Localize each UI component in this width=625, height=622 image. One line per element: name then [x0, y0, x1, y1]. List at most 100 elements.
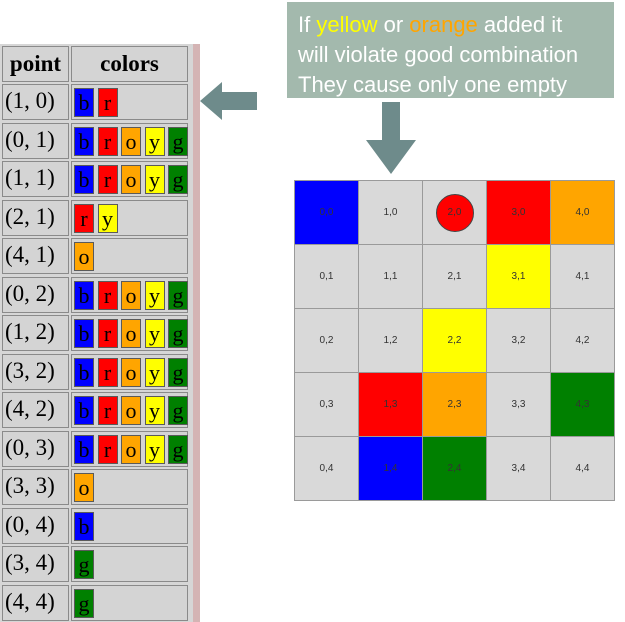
- color-swatch-b: b: [74, 165, 94, 194]
- color-swatch-r: r: [74, 203, 94, 233]
- point-cell: (3, 4): [2, 546, 69, 582]
- color-swatch-y: y: [144, 280, 165, 310]
- color-swatch-g: g: [168, 357, 188, 387]
- color-swatch-r: r: [97, 280, 118, 310]
- color-swatch-b: b: [74, 88, 94, 117]
- color-swatch-o: o: [121, 319, 141, 348]
- point-cell: (0, 4): [2, 507, 69, 544]
- color-swatch-g: g: [168, 280, 188, 310]
- grid-cell-label: 3,3: [511, 399, 526, 410]
- color-swatch-r: r: [97, 357, 118, 387]
- colors-cell: b: [71, 507, 188, 544]
- colors-cell: o: [71, 469, 188, 505]
- grid-cell-label: 0,3: [319, 399, 334, 410]
- arrow-left-icon: [200, 82, 257, 120]
- grid-cell: 3,2: [486, 308, 551, 373]
- grid-cell-label: 4,3: [575, 399, 590, 410]
- red-circle-marker: [435, 193, 474, 232]
- grid-cell: 0,3: [294, 372, 359, 437]
- grid-cell-label: 2,4: [447, 463, 462, 474]
- point-cell: (0, 3): [2, 430, 69, 467]
- grid-cell-label: 2,2: [447, 335, 462, 346]
- color-swatch-r: r: [97, 165, 118, 194]
- grid-cell-label: 2,3: [447, 399, 462, 410]
- color-swatch-r: r: [97, 88, 118, 117]
- grid-cell-label: 0,4: [319, 463, 334, 474]
- color-swatch-o: o: [121, 165, 141, 194]
- grid-cell: 2,1: [422, 244, 487, 309]
- color-swatch-o: o: [121, 126, 141, 156]
- color-swatch-b: b: [74, 319, 94, 348]
- grid-cell-label: 2,1: [447, 271, 462, 282]
- colors-cell: o: [71, 238, 188, 274]
- grid-cell: 1,0: [358, 180, 423, 245]
- callout-box: If yellow or orange added it will violat…: [287, 2, 614, 98]
- point-cell: (1, 2): [2, 315, 69, 351]
- color-swatch-r: r: [97, 319, 118, 348]
- color-swatch-y: y: [144, 319, 165, 348]
- point-cell: (2, 1): [2, 199, 69, 236]
- grid-cell: 4,4: [550, 436, 615, 501]
- colors-cell: g: [71, 546, 188, 582]
- grid-cell-label: 1,3: [383, 399, 398, 410]
- grid-cell: 1,1: [358, 244, 423, 309]
- grid-cell: 0,4: [294, 436, 359, 501]
- color-swatch-g: g: [168, 396, 188, 425]
- grid-cell: 2,2: [422, 308, 487, 373]
- point-cell: (0, 1): [2, 122, 69, 159]
- grid-cell-label: 3,4: [511, 463, 526, 474]
- color-swatch-y: y: [144, 434, 165, 464]
- grid-cell: 4,1: [550, 244, 615, 309]
- grid-cell-label: 3,0: [511, 207, 526, 218]
- callout-line-3: They cause only one empty: [298, 72, 568, 97]
- header-colors: colors: [71, 46, 188, 82]
- grid-cell: 4,2: [550, 308, 615, 373]
- color-swatch-y: y: [144, 126, 165, 156]
- grid-cell: 4,0: [550, 180, 615, 245]
- colors-cell: g: [71, 584, 188, 621]
- color-swatch-g: g: [74, 550, 94, 579]
- grid-cell: 2,0: [422, 180, 487, 245]
- color-swatch-g: g: [74, 588, 94, 618]
- grid-cell: 3,1: [486, 244, 551, 309]
- grid-cell-label: 4,4: [575, 463, 590, 474]
- color-swatch-o: o: [74, 473, 94, 502]
- word-orange: orange: [409, 12, 478, 37]
- color-swatch-g: g: [168, 165, 188, 194]
- color-swatch-o: o: [121, 357, 141, 387]
- grid-cell: 2,4: [422, 436, 487, 501]
- word-yellow: yellow: [316, 12, 378, 37]
- grid-cell-label: 3,1: [511, 271, 526, 282]
- grid-cell: 1,4: [358, 436, 423, 501]
- color-swatch-g: g: [168, 434, 188, 464]
- grid-cell: 3,0: [486, 180, 551, 245]
- arrow-down-icon: [366, 102, 416, 174]
- point-cell: (4, 1): [2, 238, 69, 274]
- point-cell: (0, 2): [2, 276, 69, 313]
- color-swatch-y: y: [144, 165, 165, 194]
- color-swatch-b: b: [74, 280, 94, 310]
- grid-cell-label: 1,4: [383, 463, 398, 474]
- grid-cell: 1,2: [358, 308, 423, 373]
- point-cell: (4, 4): [2, 584, 69, 621]
- grid-cell: 4,3: [550, 372, 615, 437]
- grid-cell: 0,2: [294, 308, 359, 373]
- color-swatch-b: b: [74, 357, 94, 387]
- grid-cell-label: 0,2: [319, 335, 334, 346]
- grid-cell: 0,0: [294, 180, 359, 245]
- color-swatch-g: g: [168, 126, 188, 156]
- grid-cell-label: 4,1: [575, 271, 590, 282]
- point-cell: (1, 0): [2, 84, 69, 120]
- color-swatch-b: b: [74, 396, 94, 425]
- color-swatch-o: o: [121, 280, 141, 310]
- point-cell: (3, 2): [2, 353, 69, 390]
- grid-cell-label: 0,0: [319, 207, 334, 218]
